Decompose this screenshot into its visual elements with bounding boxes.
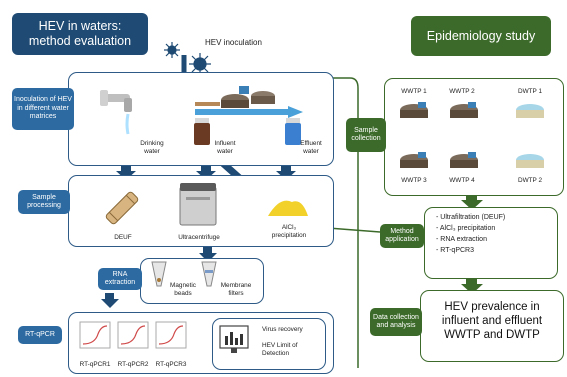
influent-water-label: Influent water xyxy=(214,140,236,155)
deuf-label: DEUF xyxy=(114,234,132,241)
rt-qpcr-label: RT-qPCR xyxy=(18,326,62,344)
down-arrows-right xyxy=(461,193,483,294)
monitor-chart-icon xyxy=(219,325,249,353)
qpcr-curve-icon-1 xyxy=(79,321,111,349)
magnetic-beads-icon xyxy=(151,261,167,287)
wwtp-icon-2 xyxy=(450,102,478,118)
right-title-text: Epidemiology study xyxy=(426,28,536,43)
wwtp-label-4: WWTP 4 xyxy=(449,177,475,184)
faucet-icon xyxy=(100,90,132,135)
dwtp-label-2: DWTP 2 xyxy=(517,177,543,184)
drinking-water-label: Drinking water xyxy=(140,140,164,155)
assay-label-1: RT-qPCR1 xyxy=(79,361,111,368)
outcome-virus-recovery: Virus recovery xyxy=(262,326,303,333)
wwtp-label-1: WWTP 1 xyxy=(401,88,427,95)
left-title-line1: HEV in waters: xyxy=(38,19,122,33)
method-item: RNA extraction xyxy=(436,234,554,245)
membrane-filter-icon xyxy=(201,261,217,287)
ultracentrifuge-icon xyxy=(179,183,217,226)
wwtp-label-3: WWTP 3 xyxy=(401,177,427,184)
virus-icon xyxy=(164,42,211,75)
sample-processing-label: Sample processing xyxy=(18,190,70,214)
alcl3-label: AlCl₃ precipitation xyxy=(271,224,307,239)
outcome-lod: HEV Limit of Detection xyxy=(262,342,298,357)
left-title: HEV in waters: method evaluation xyxy=(12,13,148,55)
dwtp-label-1: DWTP 1 xyxy=(517,88,543,95)
ultracentrifuge-label: Ultracentrifuge xyxy=(178,234,220,241)
magnetic-beads-label: Magnetic beads xyxy=(170,282,196,297)
membrane-filters-label: Membrane filters xyxy=(220,282,252,297)
treatment-plant-icon xyxy=(195,86,303,118)
sample-collection-label: Sample collection xyxy=(346,118,386,152)
inoculation-step-label: Inoculation of HEV in different water ma… xyxy=(12,88,74,130)
dwtp-icon-2 xyxy=(516,154,544,168)
left-title-line2: method evaluation xyxy=(28,34,132,48)
wwtp-icon-1 xyxy=(400,102,428,118)
effluent-tube-icon xyxy=(285,118,301,145)
assay-label-3: RT-qPCR3 xyxy=(155,361,187,368)
right-title: Epidemiology study xyxy=(411,16,551,56)
data-collection-panel xyxy=(420,290,564,362)
method-link-line xyxy=(327,227,381,233)
method-item: Ultrafiltration (DEUF) xyxy=(436,212,554,223)
rna-extraction-label: RNA extraction xyxy=(98,268,142,290)
deuf-icon xyxy=(105,191,139,225)
methods-list: Ultrafiltration (DEUF) AlCl₃ precipitati… xyxy=(436,212,554,256)
dwtp-icon-1 xyxy=(516,104,544,118)
precipitate-icon xyxy=(268,200,308,216)
assay-label-2: RT-qPCR2 xyxy=(117,361,149,368)
method-item: AlCl₃ precipitation xyxy=(436,223,554,234)
method-application-label: Method application xyxy=(380,224,424,248)
data-collection-label: Data collection and analysis xyxy=(370,308,422,336)
qpcr-curve-icon-2 xyxy=(117,321,149,349)
influent-tube-icon xyxy=(194,118,210,145)
study-link-line xyxy=(307,77,359,368)
effluent-water-label: Effluent water xyxy=(300,140,322,155)
qpcr-curve-icon-3 xyxy=(155,321,187,349)
sample-collection-panel xyxy=(384,78,564,196)
inoculation-label: HEV inoculation xyxy=(205,38,262,47)
method-item: RT-qPCR3 xyxy=(436,245,554,256)
result-text: HEV prevalence in influent and effluent … xyxy=(441,301,543,341)
wwtp-icon-4 xyxy=(450,152,478,168)
wwtp-label-2: WWTP 2 xyxy=(449,88,475,95)
wwtp-icon-3 xyxy=(400,152,428,168)
